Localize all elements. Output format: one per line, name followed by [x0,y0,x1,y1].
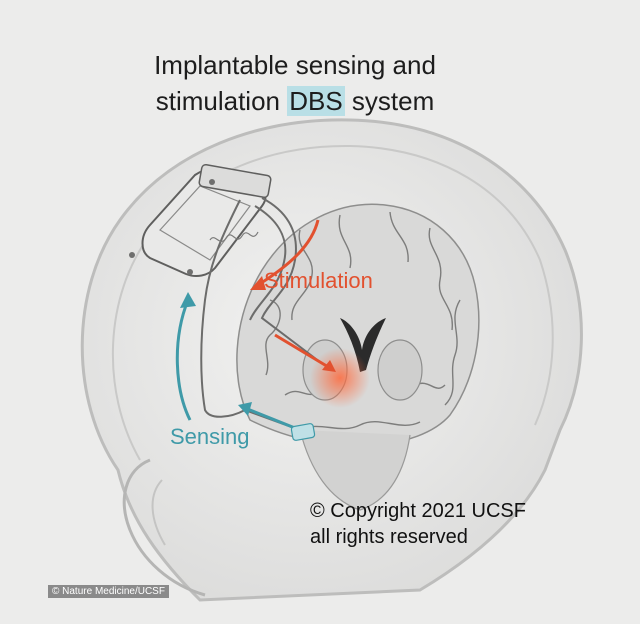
image-credit: © Nature Medicine/UCSF [48,585,169,598]
stimulation-target-glow [310,348,370,408]
title-line-2-prefix: stimulation [155,86,288,116]
sensing-arrowhead-left [238,402,252,416]
ventricles [340,318,386,372]
title-dbs-highlight: DBS [287,86,345,116]
stimulation-arrows [257,219,331,370]
sensing-label: Sensing [170,424,250,449]
device-wire [209,231,259,242]
copyright-notice: © Copyright 2021 UCSF all rights reserve… [310,498,526,550]
implant-leads [200,197,321,431]
title-line-1: Implantable sensing and [154,50,436,80]
ear-inner [151,479,166,546]
stimulation-arrowhead-lower [322,360,336,372]
stimulation-label: Stimulation [264,268,373,293]
title-line-2-suffix: system [344,86,435,116]
sensing-arrowhead-up [180,292,196,308]
implanted-pulse-generator [129,163,272,277]
deep-nucleus-right [377,339,423,401]
brainstem [299,429,411,511]
sensing-electrode [290,423,316,441]
stimulation-arrowhead-upper [250,276,266,290]
ear [122,458,206,597]
title-line-2: stimulation DBS system [5,86,585,117]
copyright-line-2: all rights reserved [310,526,468,548]
copyright-line-1: © Copyright 2021 UCSF [310,500,526,522]
scalp-inner [111,144,554,461]
